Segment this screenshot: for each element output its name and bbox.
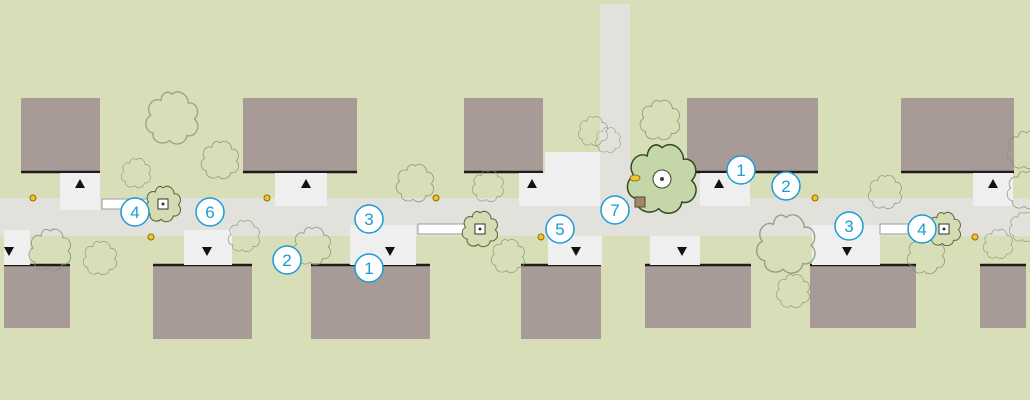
street-lights (29, 194, 979, 241)
street-light-icon (147, 233, 155, 241)
entrance-marker-icon (527, 179, 537, 188)
buildings-south (4, 263, 1026, 339)
driveway (973, 173, 1013, 206)
street-light-icon (263, 194, 271, 202)
spot-light-icon (629, 174, 641, 182)
tree-trunk (478, 227, 482, 231)
trees-proposed (144, 143, 962, 248)
street-light-icon (537, 233, 545, 241)
street-tree (461, 210, 499, 248)
driveway (60, 173, 100, 210)
street-light-icon (432, 194, 440, 202)
entrance-marker-icon (842, 247, 852, 256)
tree-trunk (942, 227, 946, 231)
building (810, 265, 916, 328)
callout-label: 4 (130, 203, 139, 222)
callout-label: 2 (282, 251, 291, 270)
buildings-north (21, 98, 1014, 174)
callout-label: 1 (364, 259, 373, 278)
callout-label: 4 (917, 220, 926, 239)
street-light-icon (971, 233, 979, 241)
callouts: 1 1 2 2 3 3 4 4 (120, 155, 937, 283)
callout-2[interactable]: 2 (272, 245, 302, 275)
callout-label: 3 (844, 217, 853, 236)
callout-4[interactable]: 4 (907, 214, 937, 244)
callout-4[interactable]: 4 (120, 197, 150, 227)
street-tree (926, 211, 962, 247)
callout-label: 3 (364, 210, 373, 229)
driveway (650, 236, 700, 265)
building (980, 265, 1026, 328)
building (901, 98, 1014, 172)
street-tree (144, 185, 182, 223)
entrance-marker-icon (385, 247, 395, 256)
callout-1[interactable]: 1 (726, 155, 756, 185)
entrance-marker-icon (677, 247, 687, 256)
callout-label: 2 (781, 177, 790, 196)
callout-3[interactable]: 3 (834, 211, 864, 241)
entrance-marker-icon (75, 179, 85, 188)
entrance-marker-icon (202, 247, 212, 256)
entrance-marker-icon (714, 179, 724, 188)
callout-7[interactable]: 7 (600, 195, 630, 225)
tree-trunk (161, 202, 165, 206)
bench (417, 223, 469, 235)
street-light-icon (811, 194, 819, 202)
callout-3[interactable]: 3 (354, 204, 384, 234)
callout-5[interactable]: 5 (545, 214, 575, 244)
driveway (545, 152, 600, 206)
callout-label: 6 (205, 203, 214, 222)
building (21, 98, 100, 172)
entrance-marker-icon (988, 179, 998, 188)
building (521, 265, 601, 339)
entrance-marker-icon (4, 247, 14, 256)
callout-label: 5 (555, 220, 564, 239)
street-light-icon (29, 194, 37, 202)
plaza-fixtures (629, 174, 646, 208)
entrance-pads (4, 152, 1013, 265)
building (687, 98, 818, 172)
building (243, 98, 357, 172)
building (645, 265, 751, 328)
lamp-base-icon (634, 196, 646, 208)
building (464, 98, 543, 172)
callout-6[interactable]: 6 (195, 197, 225, 227)
driveway (275, 173, 327, 206)
entrance-markers (4, 179, 998, 256)
entrance-marker-icon (571, 247, 581, 256)
entrance-marker-icon (301, 179, 311, 188)
callout-2[interactable]: 2 (771, 171, 801, 201)
building (153, 265, 252, 339)
feature-tree (626, 143, 697, 215)
callout-label: 1 (736, 161, 745, 180)
callout-label: 7 (610, 201, 619, 220)
callout-1[interactable]: 1 (354, 253, 384, 283)
building (4, 265, 70, 328)
tree-trunk (660, 177, 664, 181)
